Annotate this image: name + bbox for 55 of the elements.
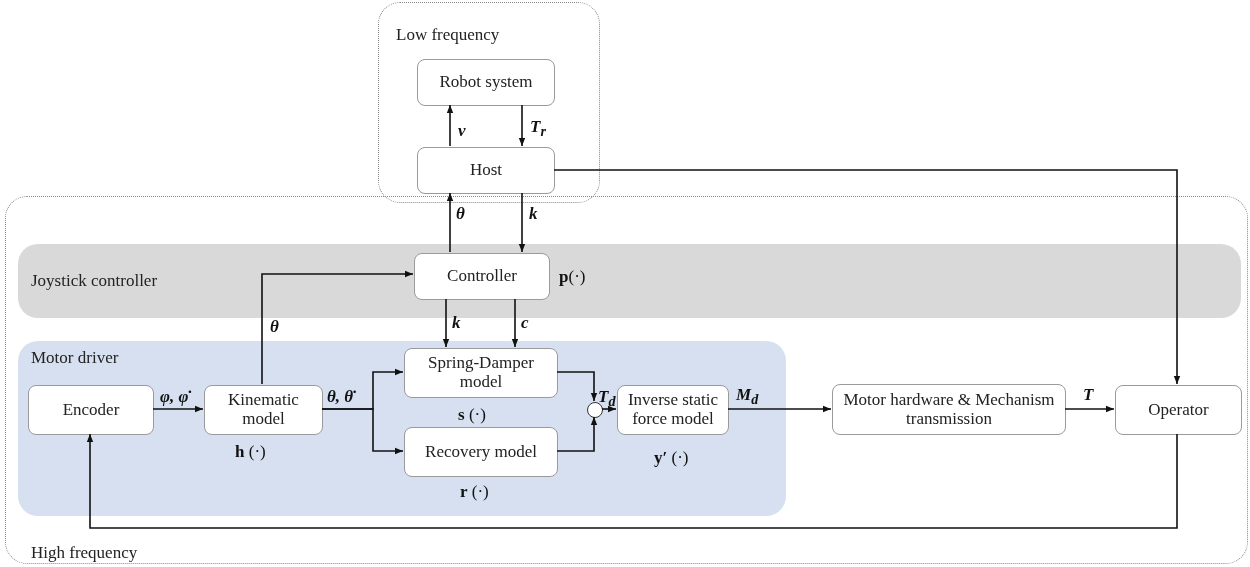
arrow [1064, 405, 1115, 413]
arrow [556, 416, 598, 452]
edge-label: T$_{r}$ [530, 118, 546, 139]
process-box [28, 385, 154, 435]
edge-label: M$_{d}$ [736, 386, 759, 407]
band-heading: Joystick controller [31, 271, 158, 291]
function-label: p(·) [559, 268, 586, 285]
band-heading: Motor driver [31, 348, 119, 368]
function-label: r (·) [460, 483, 489, 500]
box-label: Encoder [62, 400, 120, 420]
arrow [518, 192, 526, 253]
box-label: Motor hardware & Mechanism transmission [842, 390, 1056, 429]
function-label: y′ (·) [654, 449, 689, 466]
band-panel [18, 244, 1241, 318]
function-label: h (·) [235, 443, 266, 460]
arrow [321, 408, 404, 455]
edge-label: φ, φ̇ [160, 388, 189, 405]
arrow [727, 405, 832, 413]
region-heading: Low frequency [396, 25, 500, 45]
arrow [152, 405, 204, 413]
process-box [417, 147, 555, 194]
arrow [511, 298, 519, 348]
edge-label: T$_{d}$ [598, 388, 616, 409]
summing-junction [587, 402, 603, 418]
edge-label: θ [270, 318, 279, 335]
edge-label: θ [456, 205, 465, 222]
process-box [832, 384, 1066, 435]
edge-label: k [529, 205, 538, 222]
arrow [446, 192, 454, 253]
edge-label: v [458, 122, 466, 139]
box-label: Recovery model [425, 442, 537, 462]
arrow [446, 104, 454, 147]
arrow [553, 169, 1181, 385]
arrow [556, 371, 598, 402]
edge-label: θ, θ̇ [327, 388, 354, 405]
box-label: Inverse static force model [626, 391, 720, 429]
edge-label: T [1083, 386, 1094, 403]
band-panel [18, 341, 786, 516]
arrow [442, 298, 450, 348]
box-label: Kinematic model [227, 391, 300, 429]
arrow [86, 433, 1178, 529]
region-heading: High frequency [31, 543, 138, 563]
box-label: Controller [447, 267, 517, 286]
process-box [1115, 385, 1242, 435]
arrow [261, 270, 414, 385]
box-label: Robot system [439, 73, 533, 92]
box-label: Operator [1148, 400, 1209, 420]
arrow [518, 104, 526, 147]
box-label: Host [469, 161, 503, 180]
function-label: s (·) [458, 406, 486, 423]
process-box [417, 59, 555, 106]
edge-label: c [521, 314, 529, 331]
arrow [601, 405, 617, 413]
box-label: Spring-Damper model [427, 354, 535, 392]
edge-label: k [452, 314, 461, 331]
